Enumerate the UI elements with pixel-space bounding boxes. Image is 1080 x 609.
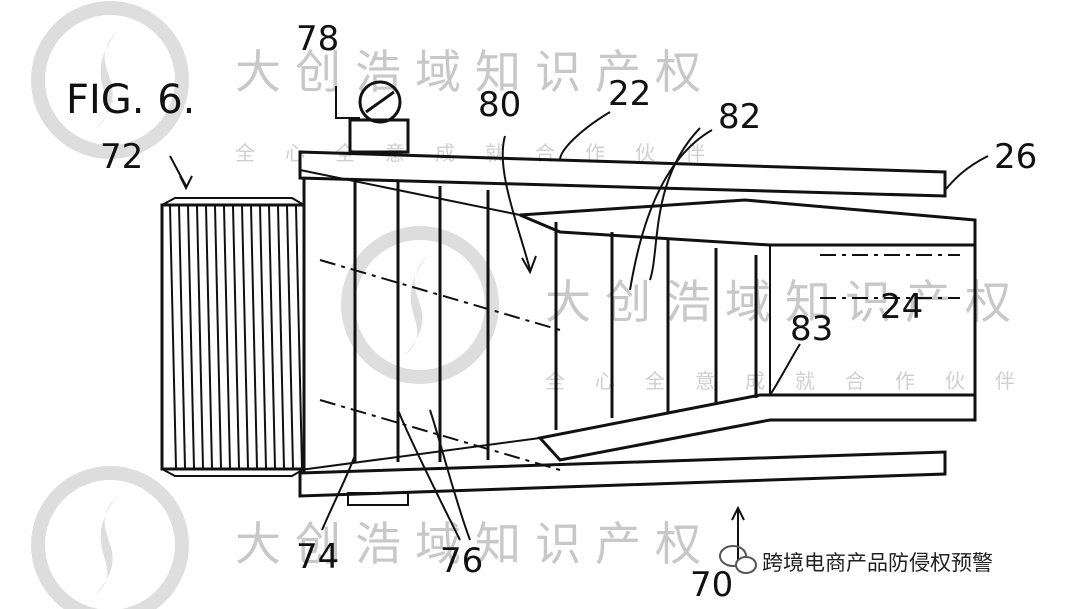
thread-line xyxy=(196,205,204,469)
watermark-company-bottom: 大创浩域知识产权 xyxy=(235,517,715,571)
conical-segments xyxy=(299,169,758,471)
screw-78 xyxy=(335,80,410,154)
outer-housing xyxy=(298,150,947,506)
wechat-icon xyxy=(719,545,757,574)
thread-line xyxy=(295,205,303,469)
thread-line xyxy=(178,205,186,469)
source-badge: 跨境电商产品防侵权预警 xyxy=(719,545,993,575)
label-74: 74 xyxy=(296,537,339,577)
label-24: 24 xyxy=(880,287,923,327)
thread-line xyxy=(169,205,177,469)
watermark-logo-bottom-left xyxy=(31,466,189,609)
thread-line xyxy=(214,205,222,469)
figure-title: FIG. 6. xyxy=(66,77,195,123)
label-83: 83 xyxy=(790,309,833,349)
label-80: 80 xyxy=(478,85,521,125)
label-22: 22 xyxy=(608,74,651,114)
label-82: 82 xyxy=(718,97,761,137)
thread-line xyxy=(268,205,276,469)
inner-tube xyxy=(519,198,977,462)
label-70: 70 xyxy=(690,565,733,605)
watermark-logo-center xyxy=(341,226,499,384)
watermark-slogan-middle: 全心全意成就合作伙伴 xyxy=(545,369,1045,393)
watermark-company-top: 大创浩域知识产权 xyxy=(235,45,715,99)
thread-line xyxy=(232,205,240,469)
thread-line xyxy=(277,205,285,469)
thread-line xyxy=(250,205,258,469)
thread-line xyxy=(259,205,267,469)
thread-line xyxy=(223,205,231,469)
thread-line xyxy=(205,205,213,469)
source-badge-text: 跨境电商产品防侵权预警 xyxy=(762,551,993,575)
thread-line xyxy=(286,205,294,469)
watermark-company-middle: 大创浩域知识产权 xyxy=(545,275,1025,329)
threaded-end xyxy=(160,197,306,477)
label-76: 76 xyxy=(440,541,483,581)
watermark-logo-top-left xyxy=(31,1,189,159)
leader-lines xyxy=(169,111,989,560)
label-72: 72 xyxy=(100,137,143,177)
thread-line xyxy=(187,205,195,469)
label-26: 26 xyxy=(994,137,1037,177)
label-78: 78 xyxy=(296,19,339,59)
thread-line xyxy=(241,205,249,469)
